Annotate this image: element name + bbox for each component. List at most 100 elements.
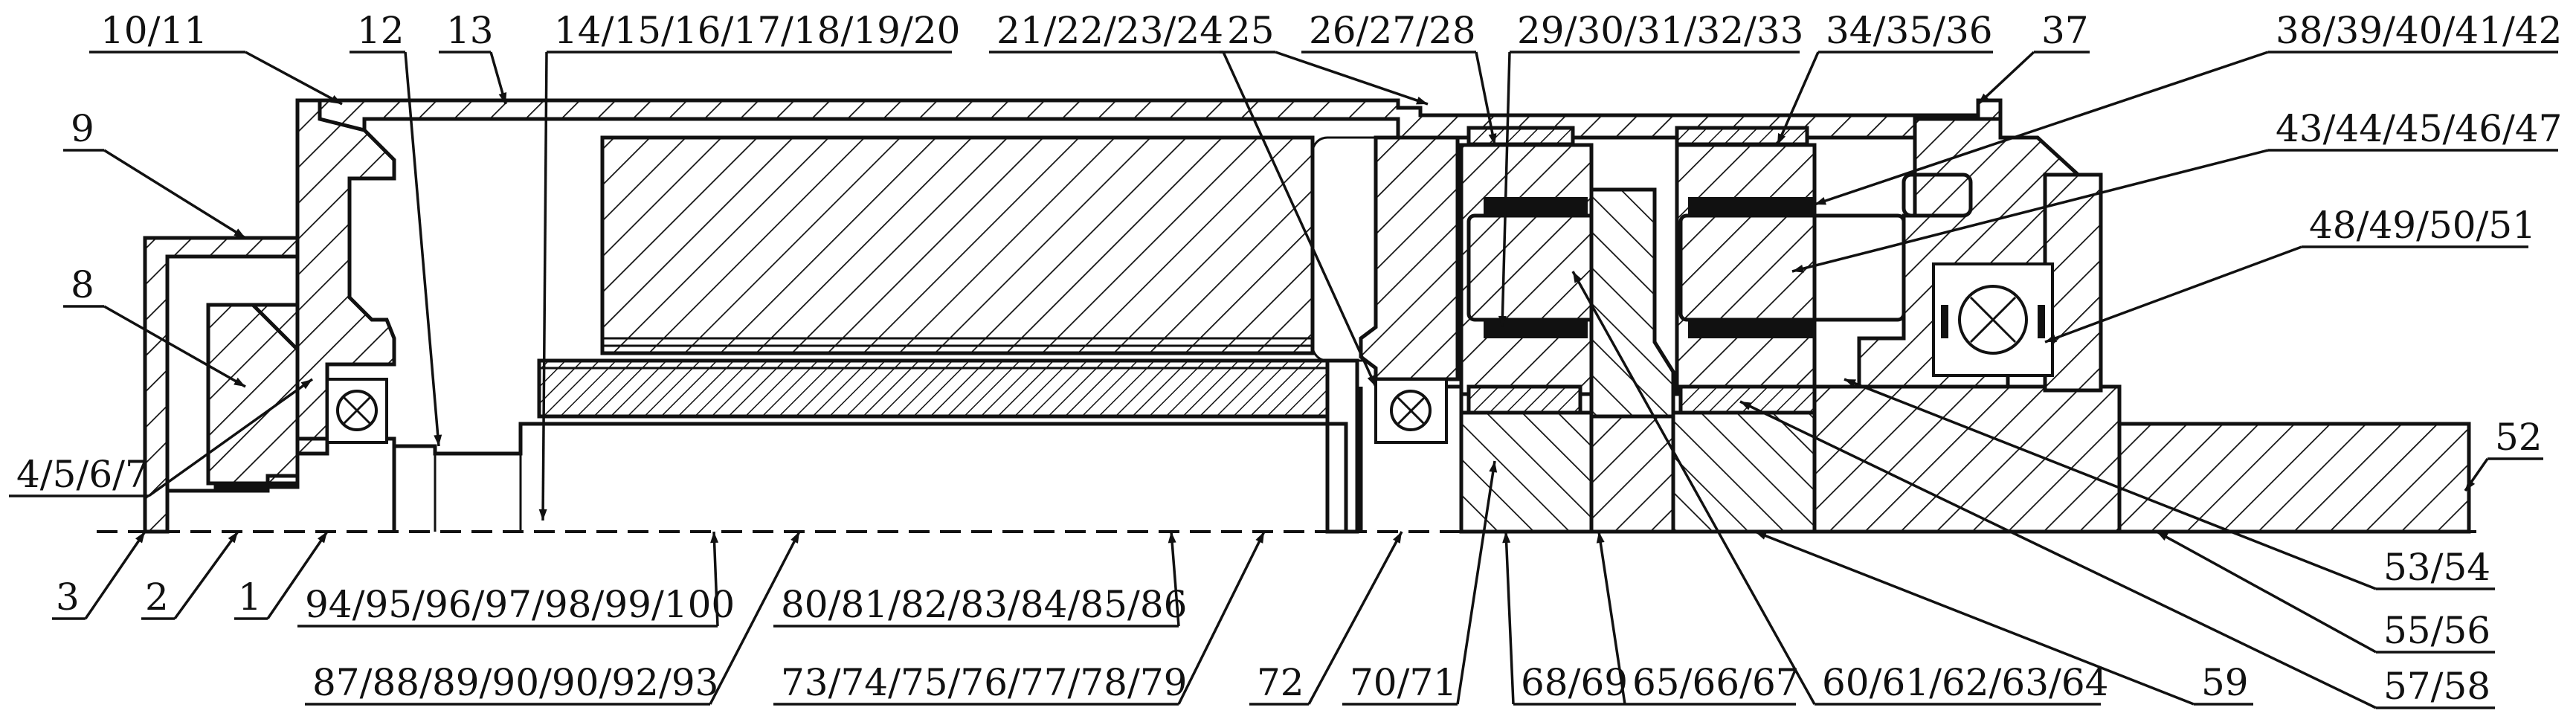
leader-arrow-l21_24 [1367,375,1376,387]
leader-line-l4_7 [147,378,314,497]
part-label-l26_28: 26/27/28 [1309,9,1476,52]
carrier-1 [1459,410,1594,534]
leader-line-l57_58 [1739,400,2377,709]
leader-arrow-l12 [434,434,442,446]
leader-line-l73_79 [1177,531,1266,705]
leader-line-l37 [1977,51,2035,106]
leader-line-l38_42 [1814,51,2269,206]
leader-line-l70_71 [1456,460,1496,705]
leader-line-l21_24 [1222,51,1377,387]
planet-gear-2 [1675,143,1817,396]
leader-arrow-l59 [1755,532,1767,540]
stator-core [600,135,1315,355]
leader-line-l65_67 [1597,531,1626,705]
leader-arrow-l70_71 [1489,461,1498,473]
part-label-l60_64: 60/61/62/63/64 [1822,661,2109,704]
leader-arrow-l10_11 [330,95,342,104]
leader-line-l25 [1275,51,1429,106]
part-label-l55_56: 55/56 [2383,609,2490,652]
leader-line-l55_56 [2156,530,2377,654]
leader-arrow-l87_93 [790,532,799,544]
leader-arrow-l94_100 [710,532,719,544]
leader-line-l10_11 [245,51,343,106]
leader-arrow-l80_86 [1168,532,1176,544]
part-label-l25: 25 [1227,9,1275,52]
leader-arrow-l26_28 [1488,133,1497,145]
part-label-l13: 13 [446,9,494,52]
planet-gear-1 [1459,143,1594,396]
leader-arrow-l37 [1978,93,1989,104]
needle-bearing-1-bottom [1484,320,1588,338]
leader-line-l29_33 [1501,51,1511,328]
leader-line-l2 [173,530,239,620]
part-label-l2: 2 [145,576,169,619]
part-label-l65_67: 65/66/67 [1632,661,1800,704]
part-label-l43_47: 43/44/45/46/47 [2276,107,2563,150]
part-label-l12: 12 [357,9,405,52]
leader-line-l12 [404,51,440,447]
ring-gear-1 [1466,126,1575,146]
right-bearing-seat [1359,135,1460,381]
sun-gear-1 [1466,384,1582,415]
part-label-l72: 72 [1257,661,1304,704]
leader-arrow-l72 [1393,532,1402,544]
output-bearing-seat [2043,173,2103,393]
leader-arrow-l55_56 [2157,532,2168,541]
part-label-l9: 9 [71,107,94,150]
outer-housing-shell [318,98,2003,140]
ring-gear-2 [1675,126,1809,146]
leader-arrow-l8 [234,377,245,387]
leader-arrow-l65_67 [1596,532,1605,544]
part-label-l94_100: 94/95/96/97/98/99/100 [305,583,735,626]
leader-arrow-l60_64 [1573,271,1582,283]
part-label-l38_42: 38/39/40/41/42 [2276,9,2563,52]
leader-arrow-l53_54 [1844,379,1856,387]
part-label-l10_11: 10/11 [100,9,207,52]
leader-arrow-l1 [317,532,327,544]
part-label-l29_33: 29/30/31/32/33 [1517,9,1804,52]
leader-line-l26_28 [1475,51,1496,146]
leader-arrow-l73_79 [1255,532,1264,544]
part-label-l52: 52 [2495,416,2543,459]
leader-arrow-l57_58 [1740,402,1752,410]
leader-line-l1 [266,531,329,619]
part-label-l68_69: 68/69 [1521,661,1628,704]
part-label-l70_71: 70/71 [1350,661,1457,704]
leader-arrow-l52 [2465,479,2476,491]
leader-line-l3 [84,531,146,619]
leader-line-l60_64 [1571,271,1816,705]
part-label-l73_79: 73/74/75/76/77/78/79 [781,661,1187,704]
leader-arrow-l48_51 [2045,334,2057,342]
main-shaft [394,422,1348,532]
leader-arrow-l13 [498,92,507,104]
part-label-l57_58: 57/58 [2383,665,2490,708]
part-label-l34_36: 34/35/36 [1826,9,1993,52]
leader-line-l72 [1307,531,1403,705]
part-label-l21_24: 21/22/23/24 [996,9,1223,52]
leader-arrow-l68_69 [1502,532,1511,544]
part-label-l3: 3 [56,576,80,619]
leader-arrow-l38_42 [1815,197,1826,205]
output-shaft [1812,384,2471,534]
carrier-2 [1671,410,1817,534]
leader-arrow-l29_33 [1498,315,1507,327]
part-label-l8: 8 [71,263,94,306]
part-label-l48_51: 48/49/50/51 [2309,204,2536,247]
leader-arrow-l43_47 [1792,264,1804,273]
leader-line-l9 [103,149,246,239]
part-label-l4_7: 4/5/6/7 [16,453,149,496]
leader-line-l8 [103,305,246,388]
leader-line-l87_93 [709,531,801,705]
part-label-l80_86: 80/81/82/83/84/85/86 [781,583,1187,626]
leader-line-l48_51 [2044,245,2302,344]
part-label-l87_93: 87/88/89/90/90/92/93 [312,661,718,704]
part-label-l14_20: 14/15/16/17/18/19/20 [554,9,960,52]
leader-arrow-l2 [228,532,238,544]
leader-arrow-l4_7 [300,379,312,390]
leader-arrow-l3 [135,532,145,544]
part-label-l37: 37 [2041,9,2089,52]
leader-arrow-l25 [1416,96,1428,105]
leader-line-l53_54 [1844,378,2377,590]
leader-line-l94_100 [712,531,719,627]
